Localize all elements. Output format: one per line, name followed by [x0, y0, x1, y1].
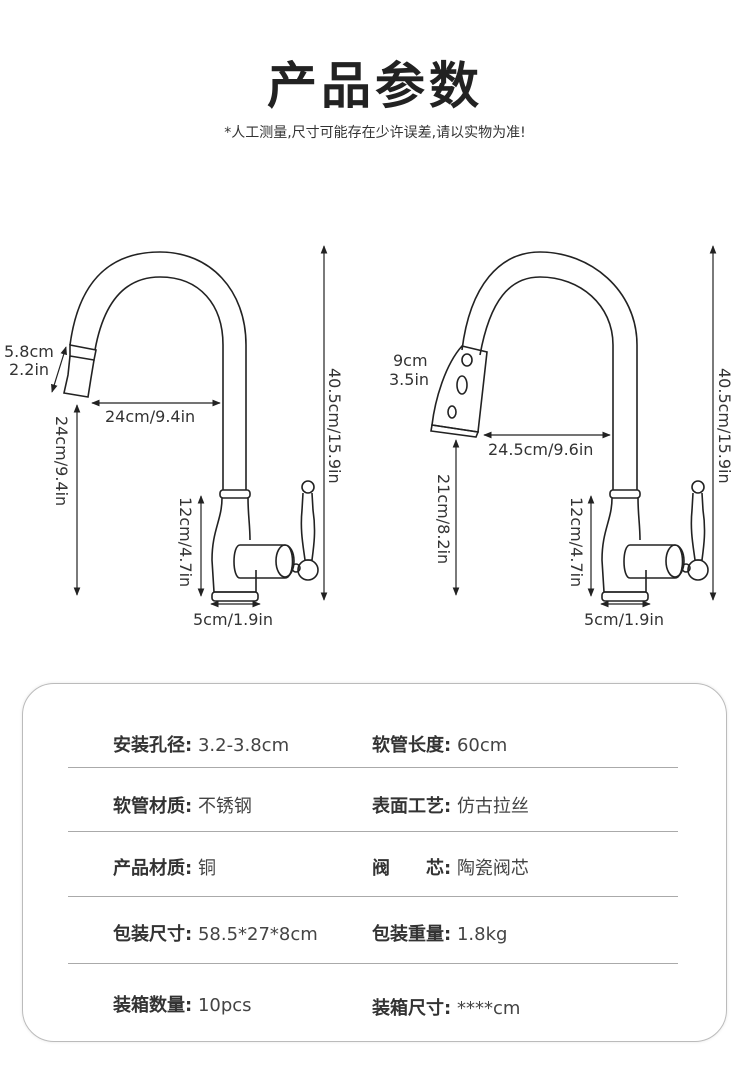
- right-spout-reach-label: 24.5cm/9.6in: [488, 440, 594, 459]
- spec-table-card: 安装孔径: 3.2-3.8cm 软管长度: 60cm 软管材质: 不锈钢 表面工…: [22, 683, 727, 1042]
- spec-install-hole: 安装孔径: 3.2-3.8cm: [113, 731, 289, 757]
- spec-value: 不锈钢: [197, 796, 252, 817]
- left-aerator-cm-label: 5.8cm: [4, 342, 54, 361]
- left-base-width-label: 5cm/1.9in: [193, 610, 273, 629]
- left-body-height-label: 12cm/4.7in: [176, 497, 195, 588]
- spec-surface-finish: 表面工艺: 仿古拉丝: [372, 792, 529, 818]
- spec-value: 58.5*27*8cm: [197, 924, 318, 945]
- row-divider: [68, 896, 678, 897]
- spec-value: 陶瓷阀芯: [456, 858, 529, 879]
- spec-key: 软管材质:: [113, 796, 193, 817]
- row-divider: [68, 963, 678, 964]
- left-dimension-lines: [51, 245, 328, 608]
- spec-key: 产品材质:: [113, 858, 193, 879]
- left-spout-height-label: 24cm/9.4in: [52, 416, 71, 507]
- spec-key: 表面工艺:: [372, 796, 452, 817]
- spec-value: 3.2-3.8cm: [197, 735, 290, 756]
- faucet-dimension-diagrams: [51, 245, 717, 608]
- spec-carton-quantity: 装箱数量: 10pcs: [113, 991, 252, 1017]
- spec-hose-material: 软管材质: 不锈钢: [113, 792, 252, 818]
- page-title: 产品参数: [267, 56, 483, 115]
- right-body-height-label: 12cm/4.7in: [567, 497, 586, 588]
- spec-package-size: 包装尺寸: 58.5*27*8cm: [113, 920, 318, 946]
- left-total-height-label: 40.5cm/15.9in: [325, 368, 344, 484]
- right-total-height-label: 40.5cm/15.9in: [715, 368, 734, 484]
- right-head-in-label: 3.5in: [389, 370, 430, 389]
- right-dimension-lines: [452, 245, 717, 608]
- left-spout-reach-label: 24cm/9.4in: [105, 407, 196, 426]
- spec-key: 装箱数量:: [113, 995, 193, 1016]
- spec-key: 包装尺寸:: [113, 924, 193, 945]
- spec-value: 60cm: [456, 735, 508, 756]
- row-divider: [68, 831, 678, 832]
- right-spout-height-label: 21cm/8.2in: [434, 474, 453, 565]
- spec-key: 软管长度:: [372, 735, 452, 756]
- right-faucet-drawing: [430, 251, 709, 602]
- spec-product-material: 产品材质: 铜: [113, 854, 216, 880]
- spec-value: 铜: [197, 858, 216, 879]
- spec-key: 包装重量:: [372, 924, 452, 945]
- spec-key: 装箱尺寸:: [372, 998, 452, 1019]
- spec-key: 阀 芯:: [372, 858, 452, 879]
- right-head-cm-label: 9cm: [393, 351, 428, 370]
- spec-value: 10pcs: [197, 995, 252, 1016]
- spec-package-weight: 包装重量: 1.8kg: [372, 920, 507, 946]
- spec-carton-size: 装箱尺寸: ****cm: [372, 994, 520, 1020]
- spec-value: 仿古拉丝: [456, 796, 529, 817]
- spec-value: 1.8kg: [456, 924, 508, 945]
- row-divider: [68, 767, 678, 768]
- spec-value: ****cm: [456, 998, 521, 1019]
- measurement-disclaimer: *人工测量,尺寸可能存在少许误差,请以实物为准!: [224, 125, 526, 141]
- spec-hose-length: 软管长度: 60cm: [372, 731, 507, 757]
- spec-key: 安装孔径:: [113, 735, 193, 756]
- left-aerator-in-label: 2.2in: [9, 360, 50, 379]
- spec-valve-core: 阀 芯: 陶瓷阀芯: [372, 854, 529, 880]
- right-base-width-label: 5cm/1.9in: [584, 610, 664, 629]
- left-faucet-drawing: [63, 251, 319, 602]
